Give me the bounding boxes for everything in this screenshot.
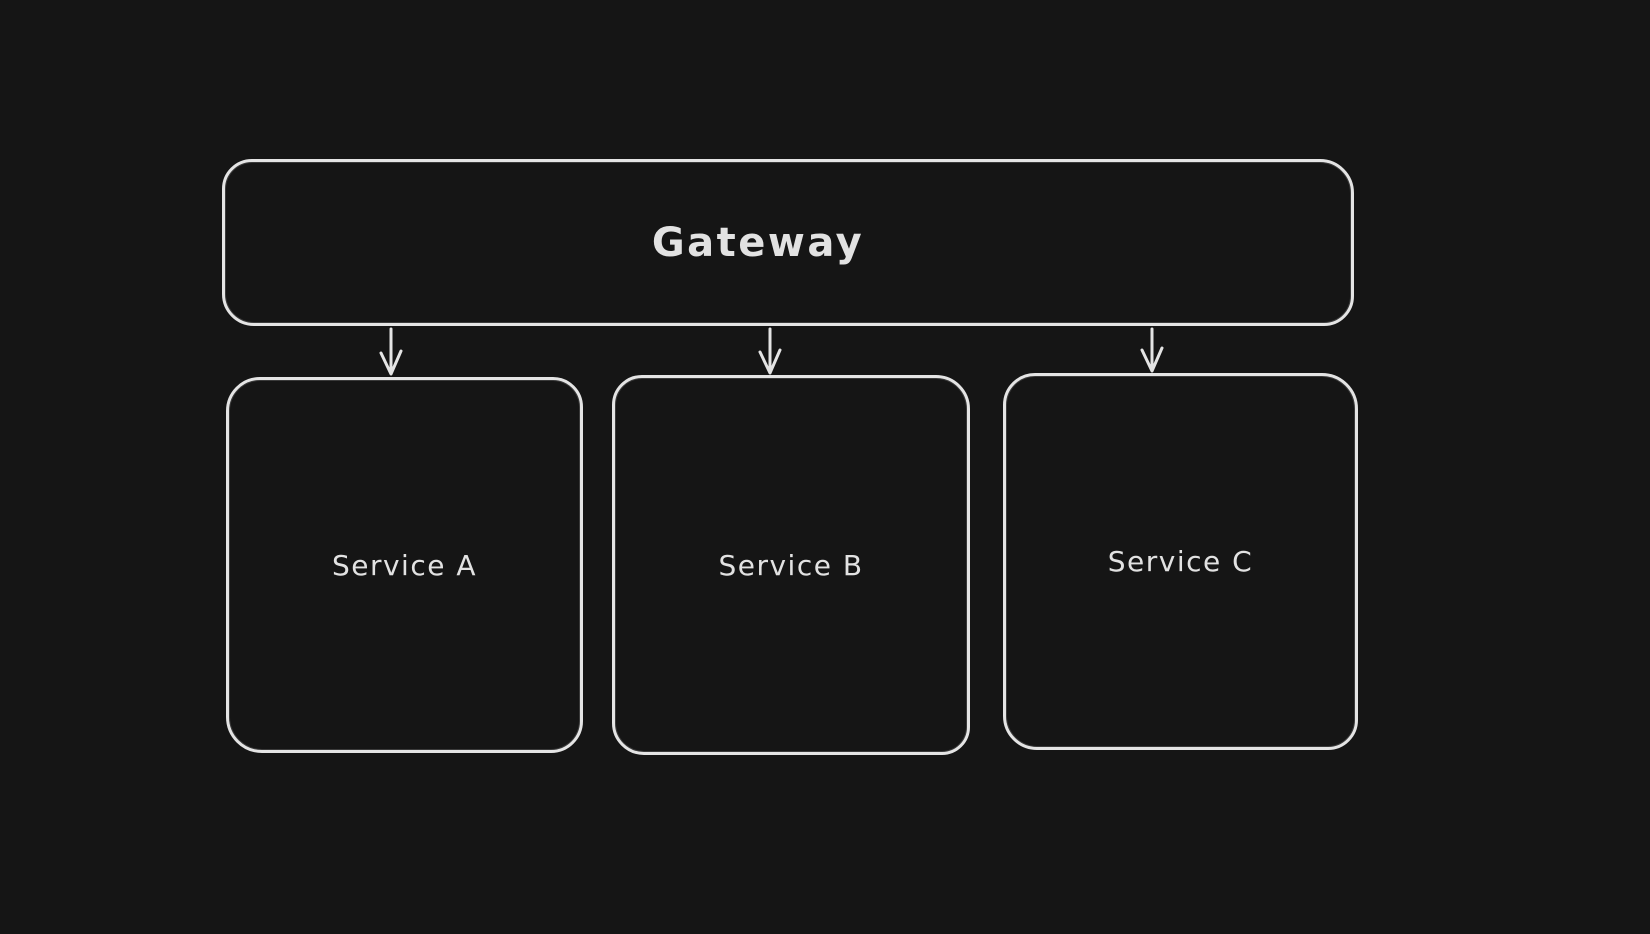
node-service-b[interactable]: Service B [612,375,970,755]
arrow-gateway-to-service-a[interactable] [379,327,403,376]
node-service-b-label: Service B [718,548,864,582]
node-gateway[interactable]: Gateway [222,159,1354,326]
arrow-head-icon [1140,346,1164,373]
arrow-head-icon [758,348,782,375]
node-service-c[interactable]: Service C [1003,373,1358,750]
arrow-gateway-to-service-c[interactable] [1140,327,1164,373]
node-service-a[interactable]: Service A [226,377,583,753]
node-service-a-label: Service A [331,548,478,582]
arrow-head-icon [379,349,403,376]
node-gateway-label: Gateway [651,219,865,266]
node-service-c-label: Service C [1107,545,1254,578]
arrow-gateway-to-service-b[interactable] [758,327,782,375]
